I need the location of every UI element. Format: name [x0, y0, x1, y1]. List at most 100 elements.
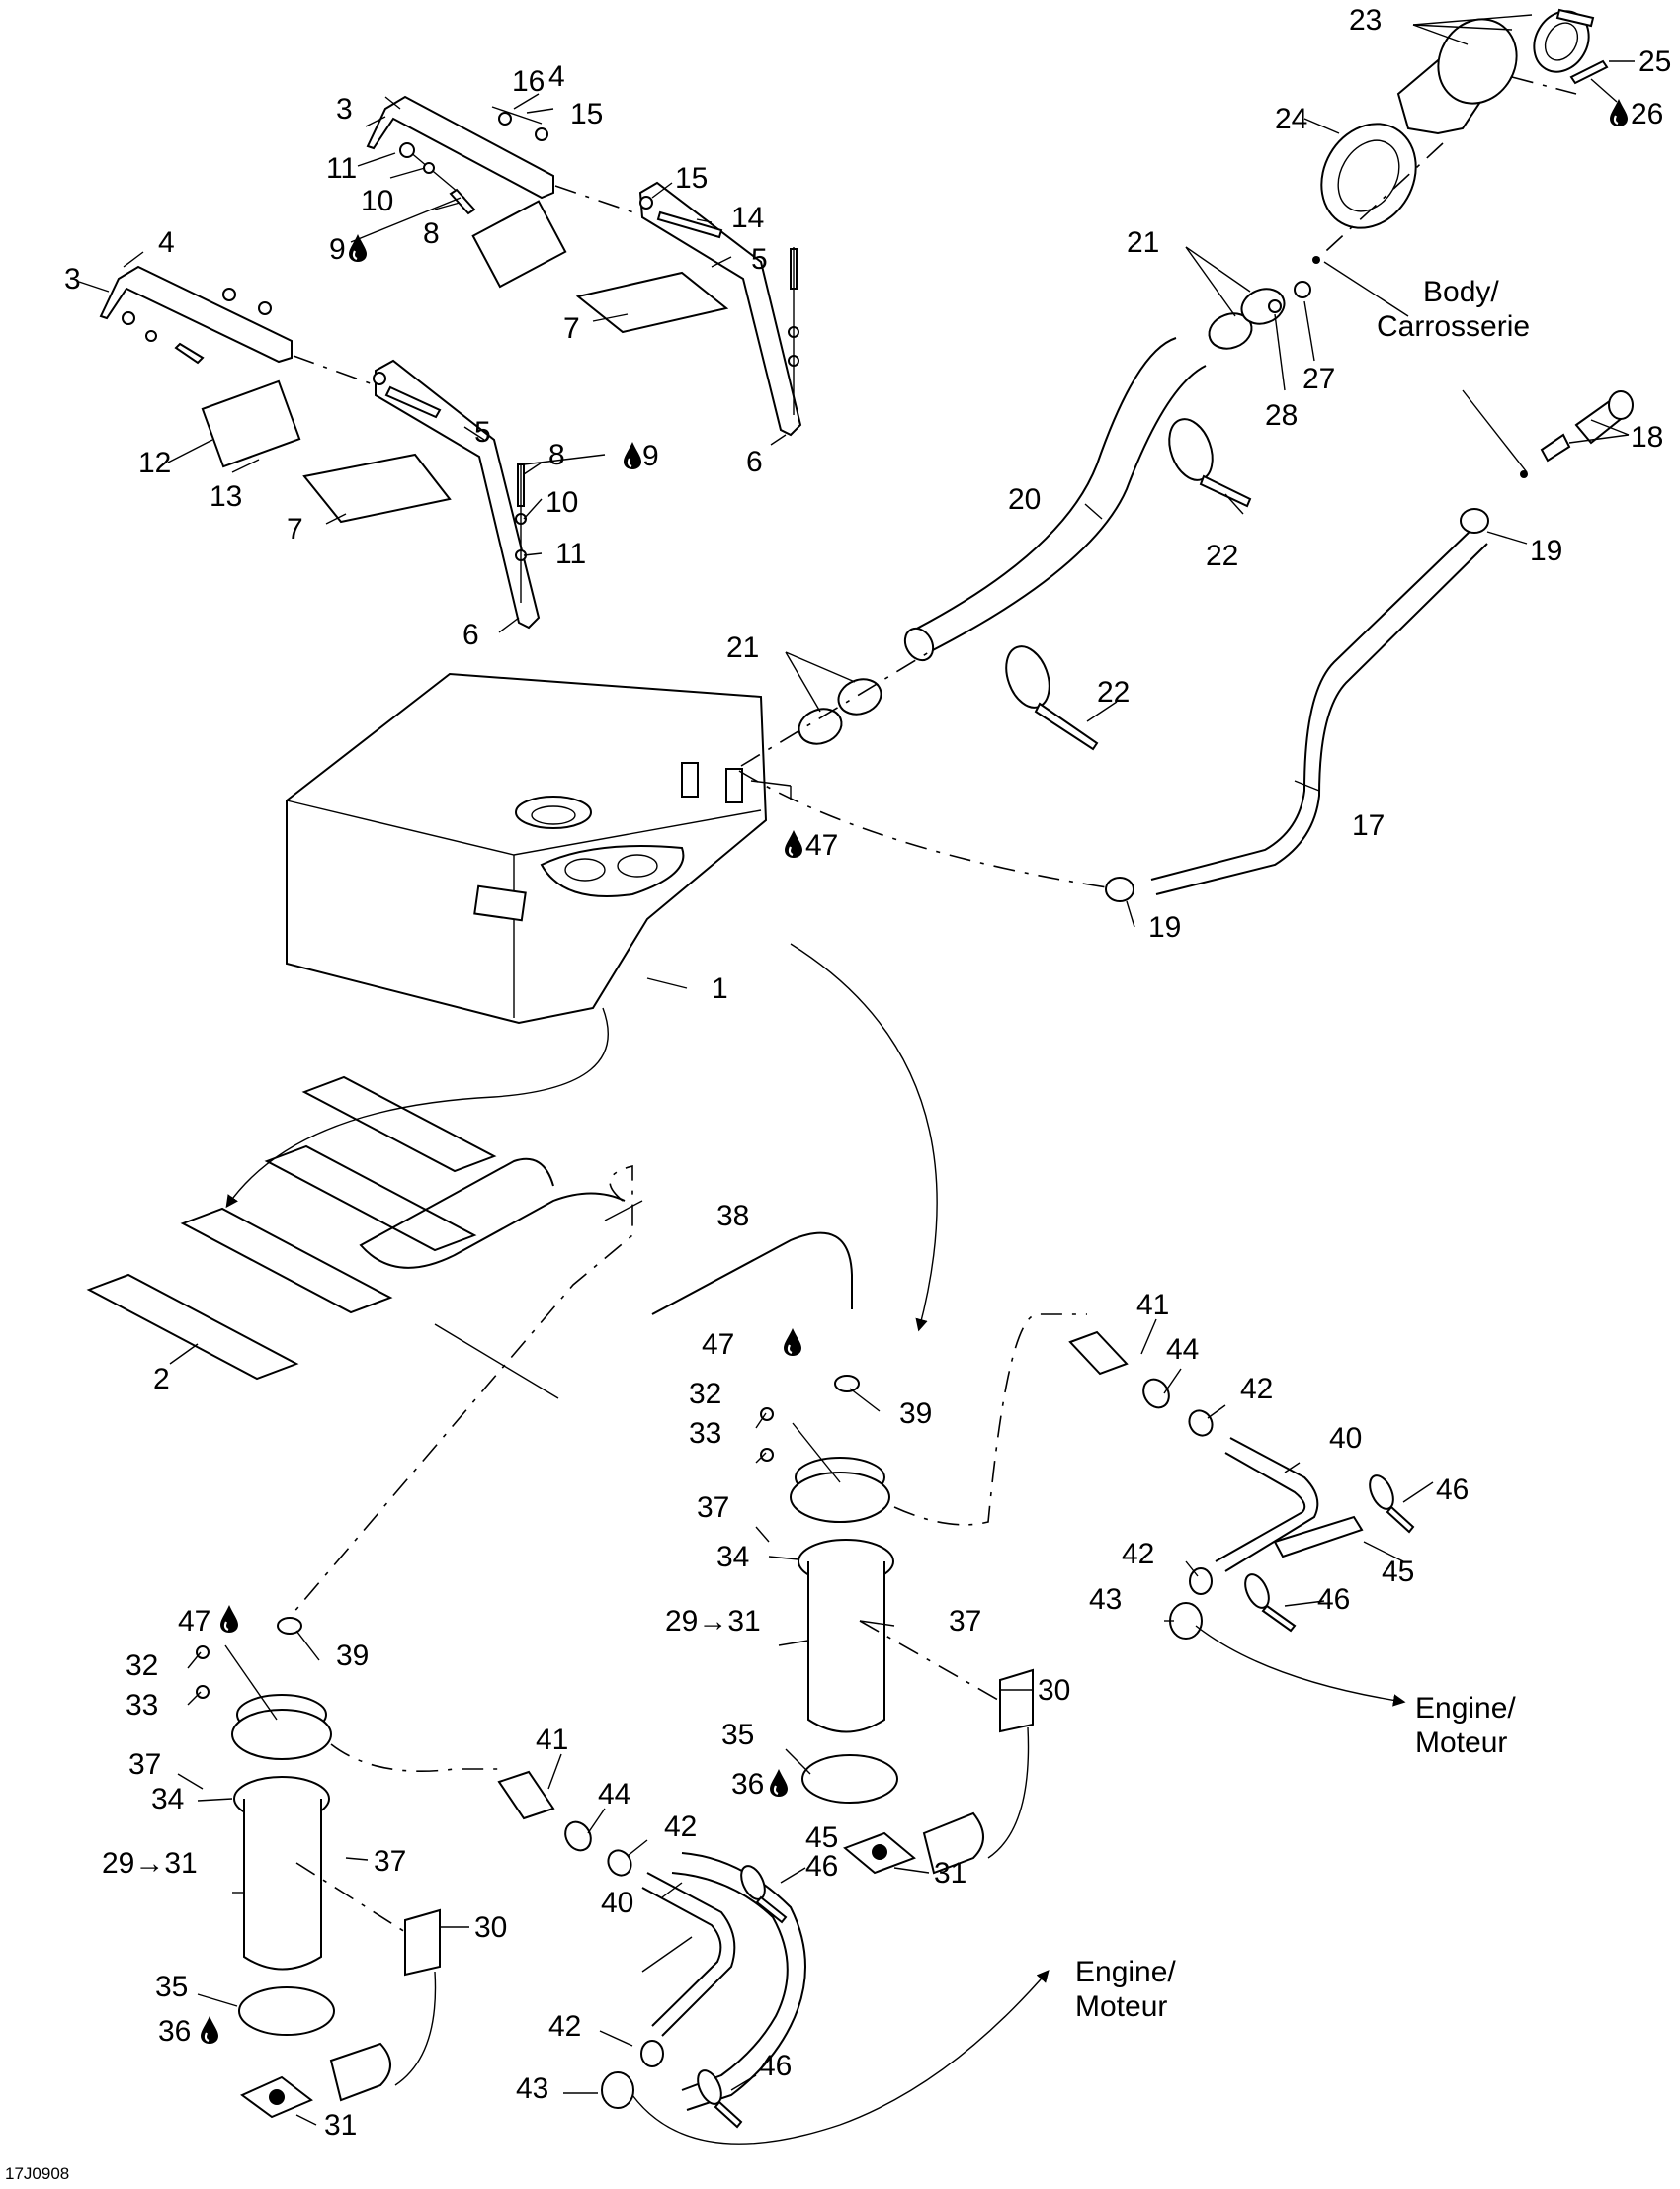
callout-35: 35 — [721, 1719, 754, 1751]
callout-6: 6 — [462, 619, 479, 651]
callout-21: 21 — [726, 631, 759, 664]
callout-35: 35 — [155, 1971, 188, 2003]
callout-34: 34 — [716, 1541, 749, 1573]
callout-16: 16 — [512, 65, 545, 98]
callout-21: 21 — [1127, 226, 1159, 259]
callout-34: 34 — [151, 1783, 184, 1815]
callout-42: 42 — [1122, 1538, 1154, 1570]
callout-22: 22 — [1206, 540, 1238, 572]
callout-47: 47 — [178, 1605, 210, 1638]
spiral-wrap-45-b — [671, 1852, 806, 2111]
callout-42: 42 — [664, 1810, 697, 1843]
fuel-pump-assembly-a — [286, 1157, 1087, 1875]
callout-13: 13 — [210, 480, 242, 513]
callout-46: 46 — [759, 2050, 792, 2082]
callout-41: 41 — [1136, 1289, 1169, 1321]
callout-17: 17 — [1352, 809, 1385, 842]
glue-drop-icon — [1608, 97, 1630, 128]
callout-19: 19 — [1530, 535, 1562, 567]
engine-note-a-line1: Engine/ — [1415, 1692, 1516, 1725]
callout-41: 41 — [536, 1724, 568, 1756]
callout-37: 37 — [128, 1748, 161, 1781]
callout-36: 36 — [731, 1768, 764, 1801]
callout-42: 42 — [1240, 1373, 1273, 1405]
callout-24: 24 — [1275, 103, 1307, 135]
plate-12-rear — [471, 200, 567, 289]
callout-7: 7 — [287, 513, 303, 546]
callout-43: 43 — [516, 2072, 548, 2105]
callout-8: 8 — [423, 217, 440, 250]
fuel-pump-assembly-b — [196, 1617, 499, 2119]
callout-4: 4 — [548, 60, 565, 93]
fuel-line-b — [497, 1770, 1050, 2145]
callout-31: 31 — [934, 1857, 966, 1890]
callout-15: 15 — [675, 162, 708, 195]
glue-drop-icon — [622, 440, 643, 471]
callout-15: 15 — [570, 98, 603, 130]
callout-46: 46 — [1436, 1473, 1469, 1506]
callout-1: 1 — [712, 972, 728, 1005]
glue-drop-icon — [782, 1326, 803, 1358]
front-bracket-group — [99, 265, 541, 630]
callout-14: 14 — [731, 202, 764, 234]
pad-7-front — [302, 453, 452, 524]
callout-5: 5 — [751, 243, 768, 276]
engine-note-a-line2: Moteur — [1415, 1726, 1507, 1759]
fuel-line-a — [1068, 1330, 1415, 1707]
callout-42: 42 — [548, 2010, 581, 2043]
callout-26: 26 — [1631, 98, 1663, 130]
callout-43: 43 — [1089, 1583, 1122, 1616]
gasket-24 — [1320, 123, 1417, 229]
callout-28: 28 — [1265, 399, 1298, 432]
engine-note-b-line2: Moteur — [1075, 1990, 1167, 2023]
callout-labels: 4 3 16 15 11 10 8 9 15 14 5 6 7 4 3 5 6 … — [5, 4, 1671, 2183]
callout-8: 8 — [548, 439, 565, 471]
leader-lines — [78, 14, 1635, 2126]
glue-drop-icon — [199, 2014, 220, 2046]
callout-11: 11 — [326, 152, 357, 185]
callout-40: 40 — [601, 1887, 633, 1919]
plate-12-front — [201, 379, 301, 468]
callout-46: 46 — [805, 1850, 838, 1883]
callout-11: 11 — [555, 538, 586, 570]
rear-bracket-group — [366, 95, 802, 437]
callout-4: 4 — [158, 226, 175, 259]
callout-40: 40 — [1329, 1422, 1362, 1455]
callout-10: 10 — [546, 486, 578, 519]
figure-code: 17J0908 — [5, 2164, 69, 2183]
fuel-hose-40-a — [1215, 1437, 1319, 1572]
callout-3: 3 — [64, 263, 81, 295]
callout-23: 23 — [1349, 4, 1382, 37]
callout-22: 22 — [1097, 676, 1130, 709]
callout-47: 47 — [805, 829, 838, 862]
callout-29-31: 29→31 — [102, 1847, 198, 1880]
callout-19: 19 — [1148, 911, 1181, 944]
body-note-line2: Carrosserie — [1377, 310, 1530, 343]
vent-line-38 — [359, 1157, 853, 1315]
callout-44: 44 — [1166, 1333, 1199, 1366]
glue-drop-icon — [218, 1603, 240, 1635]
glue-drop-icon — [347, 232, 369, 264]
callout-33: 33 — [126, 1689, 158, 1722]
lock-ring-35-b — [238, 1986, 335, 2036]
callout-30: 30 — [1038, 1674, 1070, 1707]
callout-9: 9 — [642, 440, 659, 472]
glue-drop-icon — [783, 828, 804, 860]
glue-drop-icon — [768, 1767, 790, 1799]
screw-25 — [1569, 59, 1609, 85]
callout-10: 10 — [361, 185, 393, 217]
callout-37: 37 — [697, 1491, 729, 1524]
callout-45: 45 — [1382, 1556, 1414, 1588]
callout-9: 9 — [329, 233, 346, 266]
callout-32: 32 — [689, 1378, 721, 1410]
callout-37: 37 — [949, 1605, 981, 1638]
callout-39: 39 — [899, 1397, 932, 1430]
callout-7: 7 — [563, 312, 580, 345]
callout-32: 32 — [126, 1649, 158, 1682]
callout-25: 25 — [1638, 45, 1671, 78]
body-note-line1: Body/ — [1423, 276, 1499, 308]
callout-46: 46 — [1317, 1583, 1350, 1616]
callout-18: 18 — [1631, 421, 1663, 454]
callout-44: 44 — [598, 1778, 630, 1810]
callout-39: 39 — [336, 1640, 369, 1672]
